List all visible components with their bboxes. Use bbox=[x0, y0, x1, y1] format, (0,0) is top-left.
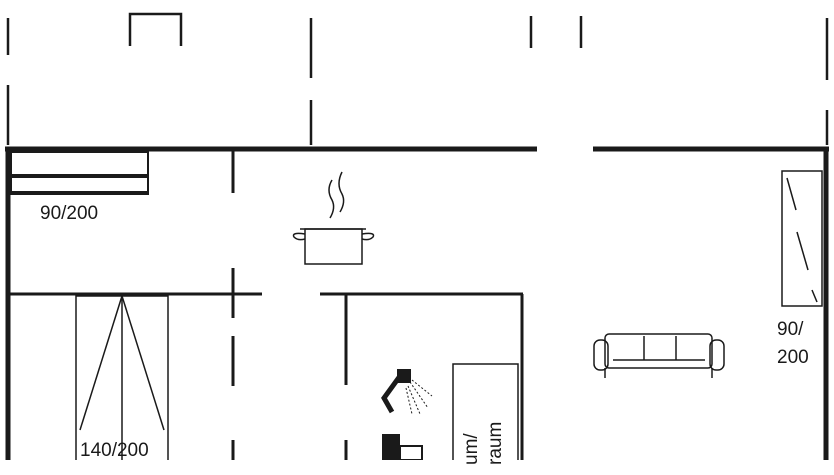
utility-room bbox=[452, 363, 519, 460]
bed-single-top-left bbox=[10, 151, 149, 195]
utility-room-label-line1: um/ bbox=[461, 433, 482, 465]
bed-size-label-right-line2: 200 bbox=[777, 347, 809, 368]
outer-walls bbox=[5, 146, 829, 460]
toilet-icon bbox=[382, 434, 423, 460]
floor-plan bbox=[5, 12, 829, 460]
bed-single-right bbox=[781, 170, 823, 307]
bed-double bbox=[75, 295, 169, 460]
utility-room-label: um/ raum bbox=[461, 395, 521, 475]
sofa-icon bbox=[593, 333, 725, 378]
interior-walls bbox=[8, 150, 524, 460]
bed-size-label-top-left: 90/200 bbox=[40, 203, 99, 224]
bed-size-label-right: 90/ 200 bbox=[777, 316, 809, 372]
shower-icon bbox=[381, 369, 433, 415]
cooking-pot-icon bbox=[292, 171, 375, 265]
bed-size-label-right-line1: 90/ bbox=[777, 319, 804, 340]
bed-size-label-double: 140/200 bbox=[80, 440, 149, 461]
terrace-markings bbox=[6, 12, 829, 145]
utility-room-label-line2: raum bbox=[485, 421, 506, 465]
